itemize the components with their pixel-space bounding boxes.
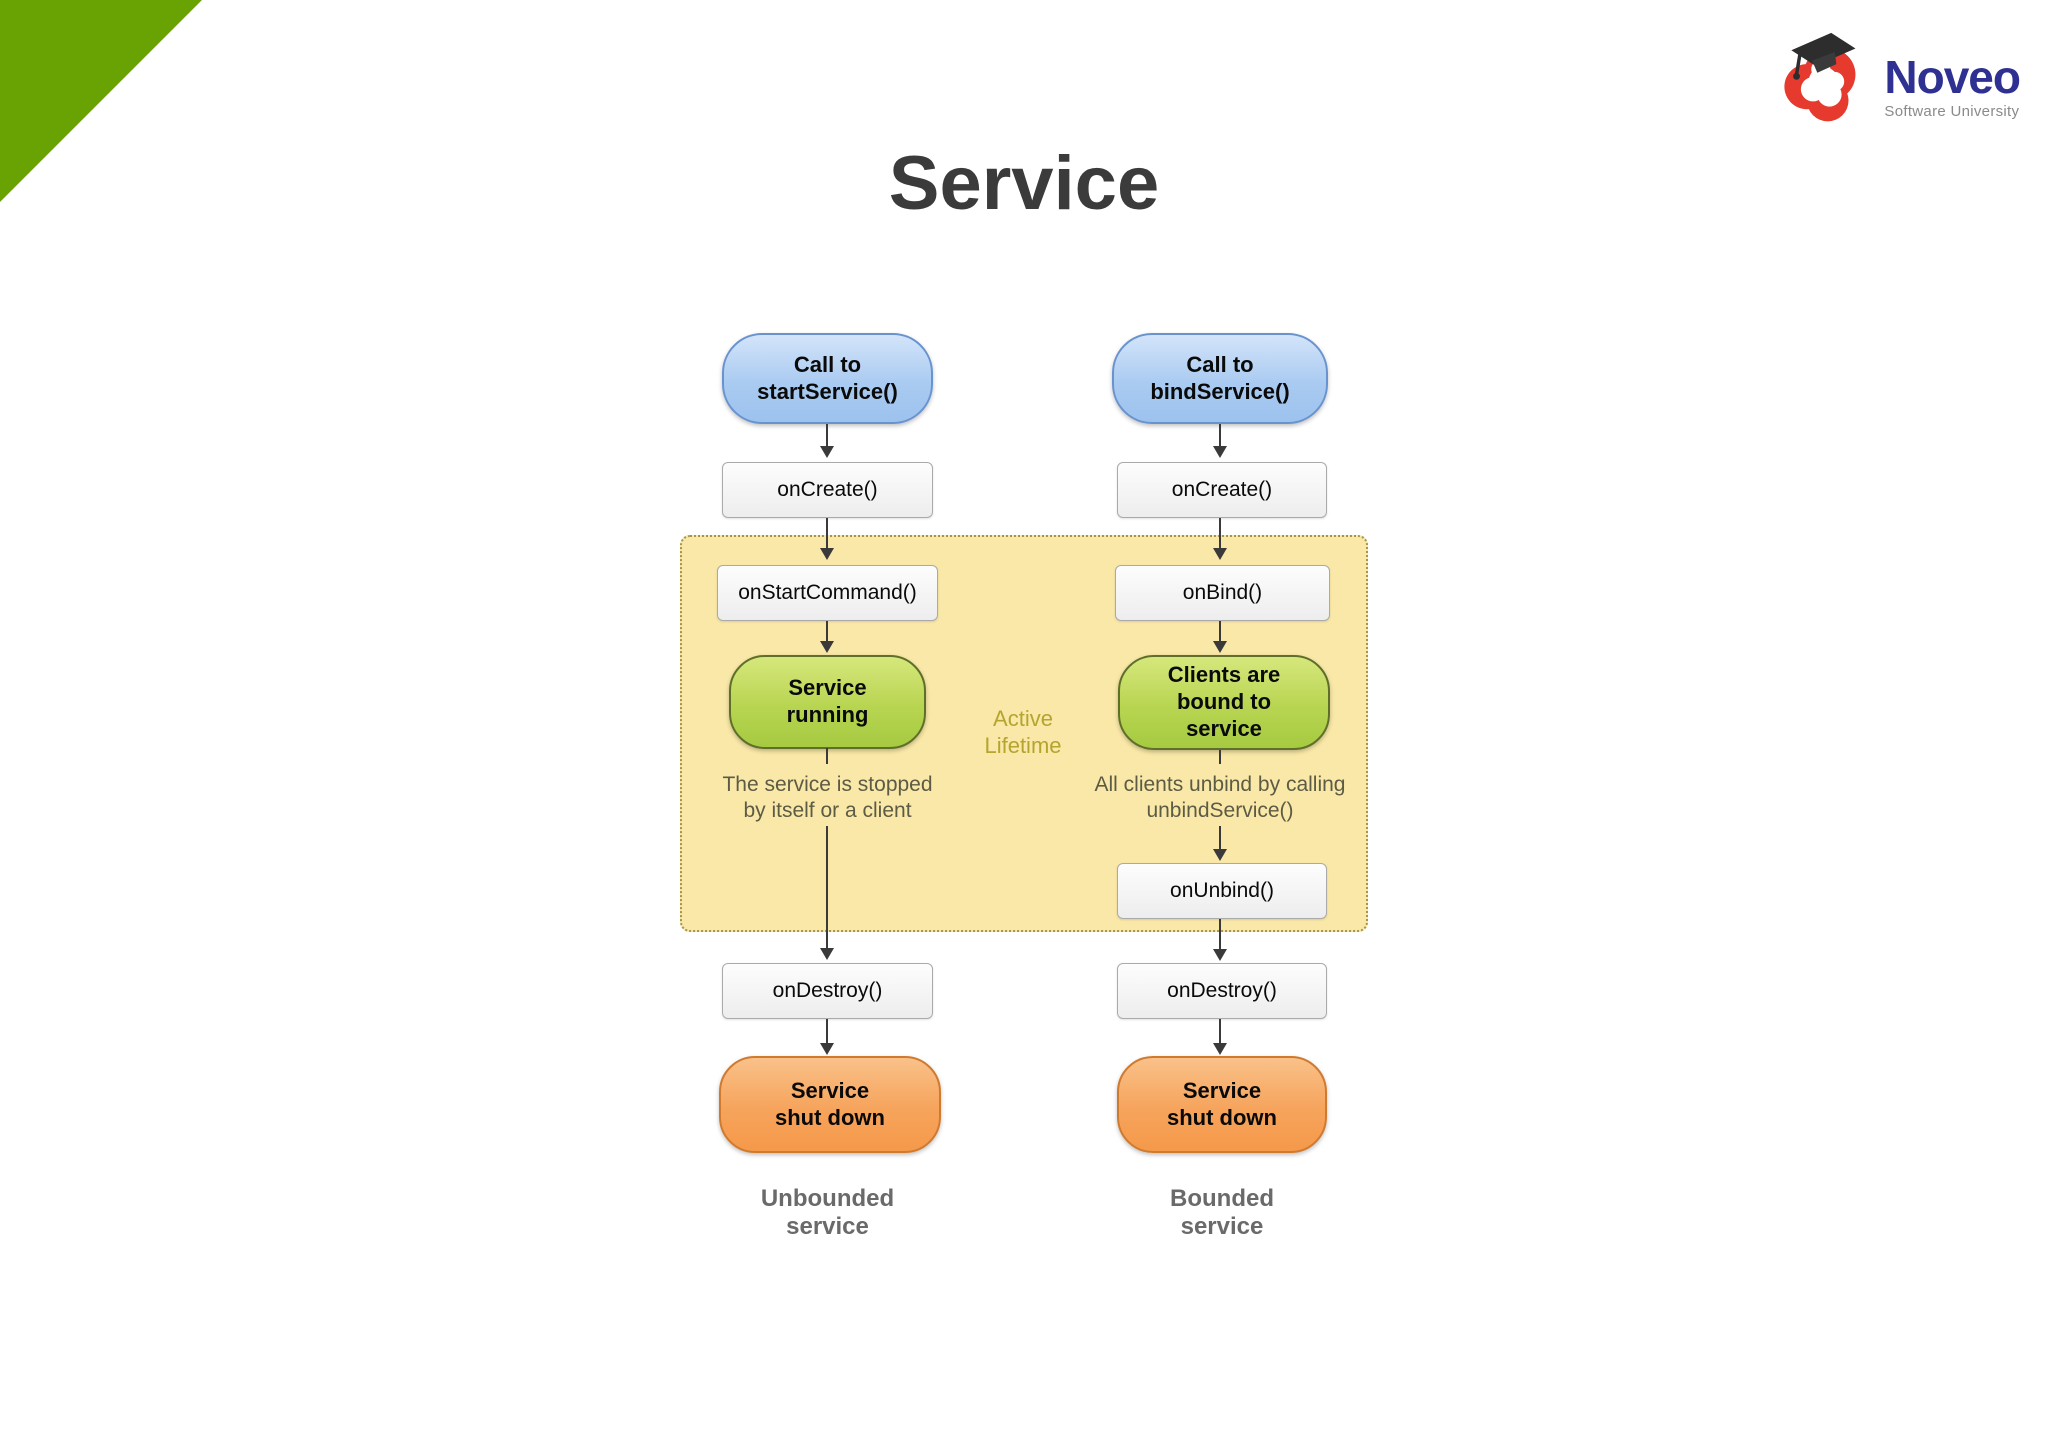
arrow-caption-to-onunbind — [1219, 826, 1221, 849]
node-onunbind: onUnbind() — [1117, 863, 1327, 919]
caption-service-stopped: The service is stopped by itself or a cl… — [722, 772, 933, 822]
node-oncreate-right: onCreate() — [1117, 462, 1327, 518]
node-call-startservice: Call to startService() — [722, 333, 933, 424]
logo-subtitle-text: Software University — [1884, 103, 2020, 120]
arrow-ondestroy-to-shutdown-right — [1219, 1019, 1221, 1043]
arrow-start-to-oncreate — [826, 424, 828, 446]
node-service-shutdown-right: Service shut down — [1117, 1056, 1327, 1153]
arrow-caption-to-ondestroy-left — [826, 826, 828, 948]
stem-running-to-caption — [826, 748, 828, 764]
label-bounded-service: Bounded service — [1170, 1185, 1274, 1240]
node-service-running: Service running — [729, 655, 926, 749]
node-onstartcommand: onStartCommand() — [717, 565, 938, 621]
node-ondestroy-right: onDestroy() — [1117, 963, 1327, 1019]
arrow-oncreate-to-onstartcommand — [826, 518, 828, 548]
arrow-onstartcommand-to-running — [826, 621, 828, 641]
caption-clients-unbind: All clients unbind by calling unbindServ… — [1094, 772, 1346, 822]
arrow-bind-to-oncreate — [1219, 424, 1221, 446]
stem-bound-to-caption — [1219, 750, 1221, 764]
logo-text-block: Noveo Software University — [1884, 51, 2021, 120]
node-ondestroy-left: onDestroy() — [722, 963, 933, 1019]
noveo-logo: Noveo Software University — [1774, 26, 2021, 130]
arrow-onunbind-to-ondestroy — [1219, 919, 1221, 949]
page-title: Service — [888, 141, 1160, 226]
active-lifetime-label: Active Lifetime — [984, 705, 1062, 759]
node-clients-bound: Clients are bound to service — [1118, 655, 1330, 750]
graduation-cap-icon — [1791, 32, 1856, 80]
node-oncreate-left: onCreate() — [722, 462, 933, 518]
logo-brand-text: Noveo — [1884, 51, 2021, 103]
arrow-oncreate-to-onbind — [1219, 518, 1221, 548]
corner-accent-triangle — [0, 0, 202, 202]
arrow-ondestroy-to-shutdown-left — [826, 1019, 828, 1043]
label-unbounded-service: Unbounded service — [760, 1185, 895, 1240]
noveo-logo-mark-icon — [1784, 32, 1856, 122]
node-onbind: onBind() — [1115, 565, 1330, 621]
node-service-shutdown-left: Service shut down — [719, 1056, 941, 1153]
arrow-onbind-to-bound — [1219, 621, 1221, 641]
node-call-bindservice: Call to bindService() — [1112, 333, 1328, 424]
